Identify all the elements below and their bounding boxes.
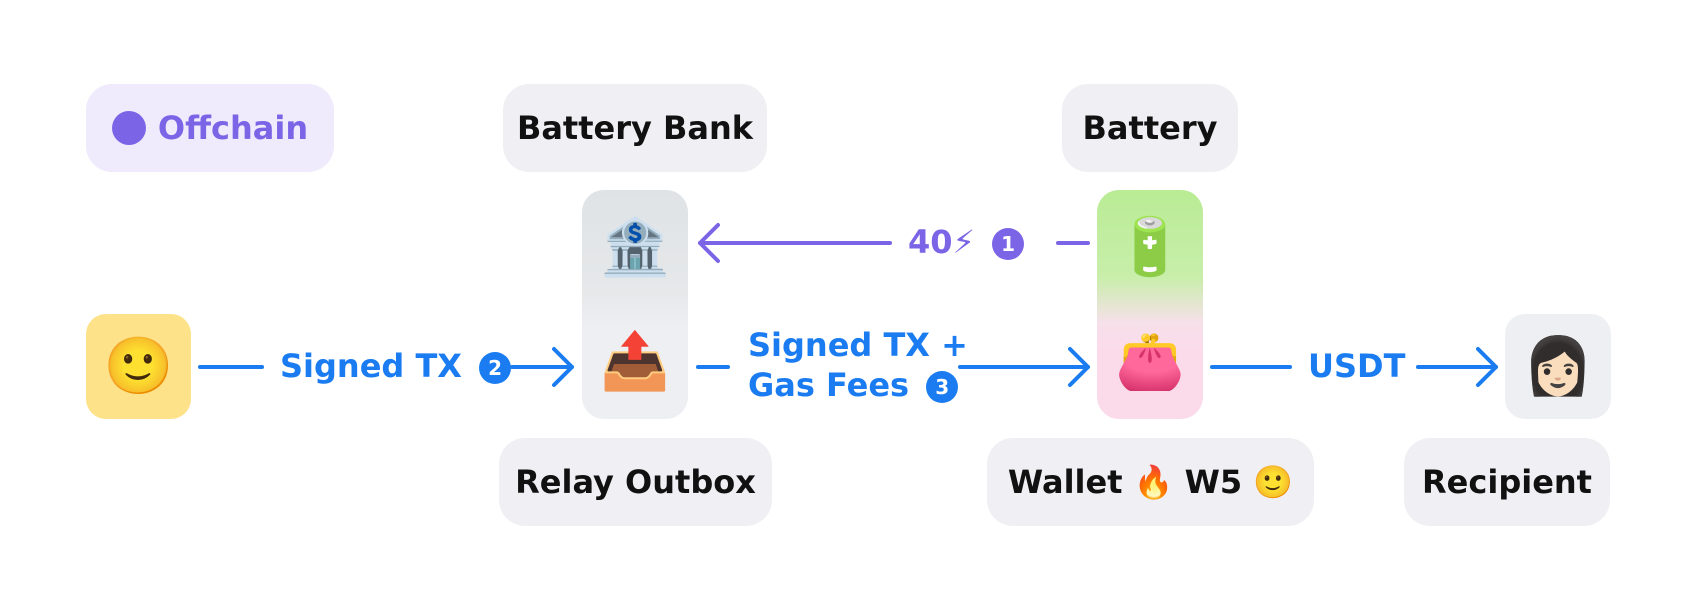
user-tile: 🙂 <box>86 314 191 419</box>
battery-cell: 🔋 <box>1097 190 1203 305</box>
gas-arrowhead <box>1068 347 1090 387</box>
recipient-label: Recipient <box>1404 438 1610 526</box>
offchain-label: Offchain <box>157 109 309 147</box>
recipient-tile: 👩🏻 <box>1505 314 1611 419</box>
step-3-badge: 3 <box>926 371 959 403</box>
usdt-arrowhead <box>1476 347 1498 387</box>
offchain-dot-icon <box>111 111 146 145</box>
purse-icon: 👛 <box>1115 328 1185 394</box>
wallet-label: Wallet 🔥 W5 🙂 <box>987 438 1314 526</box>
wallet-pillar: 🔋 👛 <box>1097 190 1203 419</box>
battery-label: Battery <box>1062 84 1238 172</box>
step-2-badge: 2 <box>479 352 512 384</box>
charge-amount: 40 <box>908 223 953 261</box>
charge-label: 40⚡ 1 <box>908 222 1025 262</box>
lightning-icon: ⚡ <box>952 223 975 261</box>
battery-label-text: Battery <box>1082 109 1218 147</box>
signed-tx-label: Signed TX 2 <box>280 346 512 386</box>
woman-icon: 👩🏻 <box>1523 333 1593 399</box>
relay-outbox-label-text: Relay Outbox <box>515 463 756 501</box>
charge-arrowhead <box>698 223 720 263</box>
outbox-tray-icon: 📤 <box>600 328 670 394</box>
usdt-text: USDT <box>1308 347 1406 385</box>
battery-bank-label: Battery Bank <box>503 84 767 172</box>
signed-tx-arrowhead <box>552 347 574 387</box>
recipient-label-text: Recipient <box>1422 463 1592 501</box>
wallet-cell: 👛 <box>1097 304 1203 419</box>
relay-outbox-label: Relay Outbox <box>499 438 772 526</box>
signed-tx-gas-line2: Gas Fees <box>748 366 910 404</box>
step-1-badge: 1 <box>992 228 1025 260</box>
user-smiley-icon: 🙂 <box>103 333 174 399</box>
signed-tx-gas-line1: Signed TX + <box>748 326 968 364</box>
battery-icon: 🔋 <box>1115 214 1185 280</box>
bank-icon: 🏦 <box>600 214 670 280</box>
bank-cell: 🏦 <box>582 190 688 305</box>
usdt-label: USDT <box>1308 346 1405 386</box>
signed-tx-gas-label: Signed TX + Gas Fees 3 <box>748 325 968 405</box>
signed-tx-text: Signed TX <box>280 347 462 385</box>
signed-tx-gas-line2-row: Gas Fees 3 <box>748 365 968 405</box>
outbox-cell: 📤 <box>582 304 688 419</box>
battery-bank-label-text: Battery Bank <box>516 109 754 147</box>
offchain-legend: Offchain <box>86 84 334 172</box>
relay-pillar: 🏦 📤 <box>582 190 688 419</box>
wallet-label-text: Wallet 🔥 W5 🙂 <box>1007 463 1294 501</box>
